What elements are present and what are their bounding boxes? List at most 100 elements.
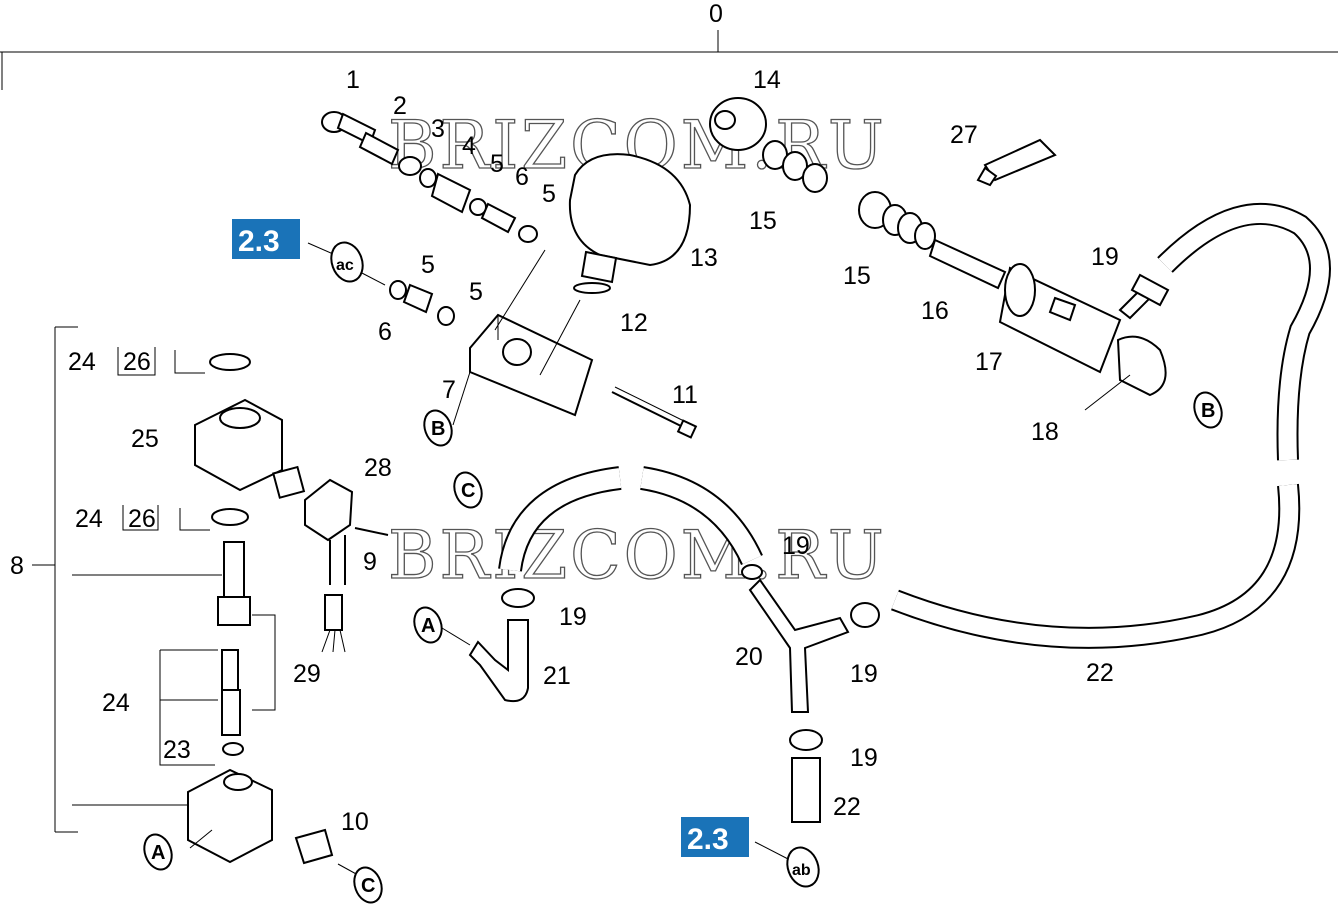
svg-text:ab: ab [792, 862, 811, 879]
label-11: 11 [672, 381, 698, 409]
label-5b: 5 [542, 180, 556, 208]
sleeve-6a [480, 202, 517, 234]
tree-bracket [0, 30, 1338, 833]
label-29: 29 [293, 660, 321, 688]
washer-3 [398, 156, 422, 176]
label-13: 13 [690, 244, 718, 272]
ref-circle-ab: ab [786, 846, 820, 888]
valve-body [187, 768, 273, 864]
label-6b: 6 [378, 318, 392, 346]
valve-insert [430, 172, 472, 214]
label-22a: 22 [1086, 659, 1114, 687]
label-26a: 26 [123, 348, 151, 376]
label-1: 1 [346, 66, 360, 94]
svg-text:A: A [151, 842, 165, 864]
label-group: 8 [10, 552, 24, 580]
svg-text:A: A [421, 615, 435, 637]
svg-text:B: B [1201, 400, 1215, 422]
label-4: 4 [462, 132, 476, 160]
label-15b: 15 [843, 262, 871, 290]
o-ring-5c [389, 280, 407, 300]
label-19d: 19 [850, 660, 878, 688]
clamp-19-left [501, 588, 535, 608]
label-25: 25 [131, 425, 159, 453]
label-19c: 19 [559, 603, 587, 631]
clamp-19-top [1130, 273, 1170, 307]
manifold-block-7 [469, 249, 594, 417]
label-3: 3 [431, 115, 445, 143]
label-10: 10 [341, 808, 369, 836]
seal-26-bottom [211, 508, 249, 526]
connector-b-left: B [423, 409, 453, 447]
bolt-11 [611, 386, 698, 439]
connector-b-right: B [1193, 391, 1223, 429]
part-number-labels: 0 8 1 2 3 4 5 5 5 5 6 6 7 9 10 11 12 13 … [10, 0, 1119, 836]
plunger [221, 689, 241, 736]
section-badge-top[interactable]: 2.3 [232, 219, 300, 259]
label-19a: 19 [1091, 243, 1119, 271]
svg-text:B: B [431, 418, 445, 440]
clip-26-top [209, 353, 251, 371]
solenoid-group [187, 353, 389, 865]
ref-circle-ac: ac [330, 241, 364, 283]
seal-12 [573, 282, 611, 294]
o-ring-4 [419, 168, 437, 188]
clamp-19-mid [741, 564, 763, 580]
fitting-chain [321, 111, 538, 326]
svg-text:2.3: 2.3 [687, 823, 729, 856]
label-19b: 19 [782, 532, 810, 560]
section-badge-bottom[interactable]: 2.3 [681, 817, 749, 857]
svg-text:C: C [461, 480, 475, 502]
label-24a: 24 [68, 348, 96, 376]
leader-lines [72, 242, 791, 876]
label-5a: 5 [490, 150, 504, 178]
label-22b: 22 [833, 793, 861, 821]
clamp-19-right [850, 602, 880, 628]
armature-tube [223, 541, 245, 598]
connector-c-mid: C [453, 471, 483, 509]
screw-18 [1048, 296, 1077, 322]
svg-text:C: C [361, 875, 375, 897]
elbow-21 [468, 588, 535, 703]
svg-text:2.3: 2.3 [238, 225, 280, 258]
piston-stack [709, 97, 936, 250]
label-5c: 5 [421, 251, 435, 279]
label-19e: 19 [850, 744, 878, 772]
cylinder-assembly [928, 238, 1170, 411]
label-24c: 24 [102, 689, 130, 717]
o-ring-5b [518, 225, 538, 243]
grease-tube-27 [976, 138, 1057, 187]
label-2: 2 [393, 92, 407, 120]
label-26b: 26 [128, 505, 156, 533]
label-17: 17 [975, 348, 1003, 376]
label-27: 27 [950, 121, 978, 149]
label-15a: 15 [749, 207, 777, 235]
hose-22-short [791, 757, 821, 823]
gasket [272, 465, 306, 499]
label-5d: 5 [469, 278, 483, 306]
label-14: 14 [753, 66, 781, 94]
connector-28 [304, 478, 354, 542]
piston-rod-16 [928, 238, 1007, 290]
label-root: 0 [709, 0, 723, 28]
connector-a-bottom: A [143, 833, 173, 871]
accumulator-13 [568, 153, 692, 294]
o-ring-5d [437, 306, 455, 326]
label-18: 18 [1031, 418, 1059, 446]
seal-23 [222, 742, 244, 756]
label-12: 12 [620, 309, 648, 337]
svg-text:ac: ac [336, 257, 354, 274]
label-16: 16 [921, 297, 949, 325]
hose-arch [498, 466, 763, 572]
label-20: 20 [735, 643, 763, 671]
label-7: 7 [442, 376, 456, 404]
label-23: 23 [163, 736, 191, 764]
spring-24 [221, 649, 239, 691]
label-28: 28 [364, 454, 392, 482]
label-9: 9 [363, 548, 377, 576]
label-6a: 6 [515, 163, 529, 191]
label-24b: 24 [75, 505, 103, 533]
clamp-19-bottom [789, 729, 823, 751]
